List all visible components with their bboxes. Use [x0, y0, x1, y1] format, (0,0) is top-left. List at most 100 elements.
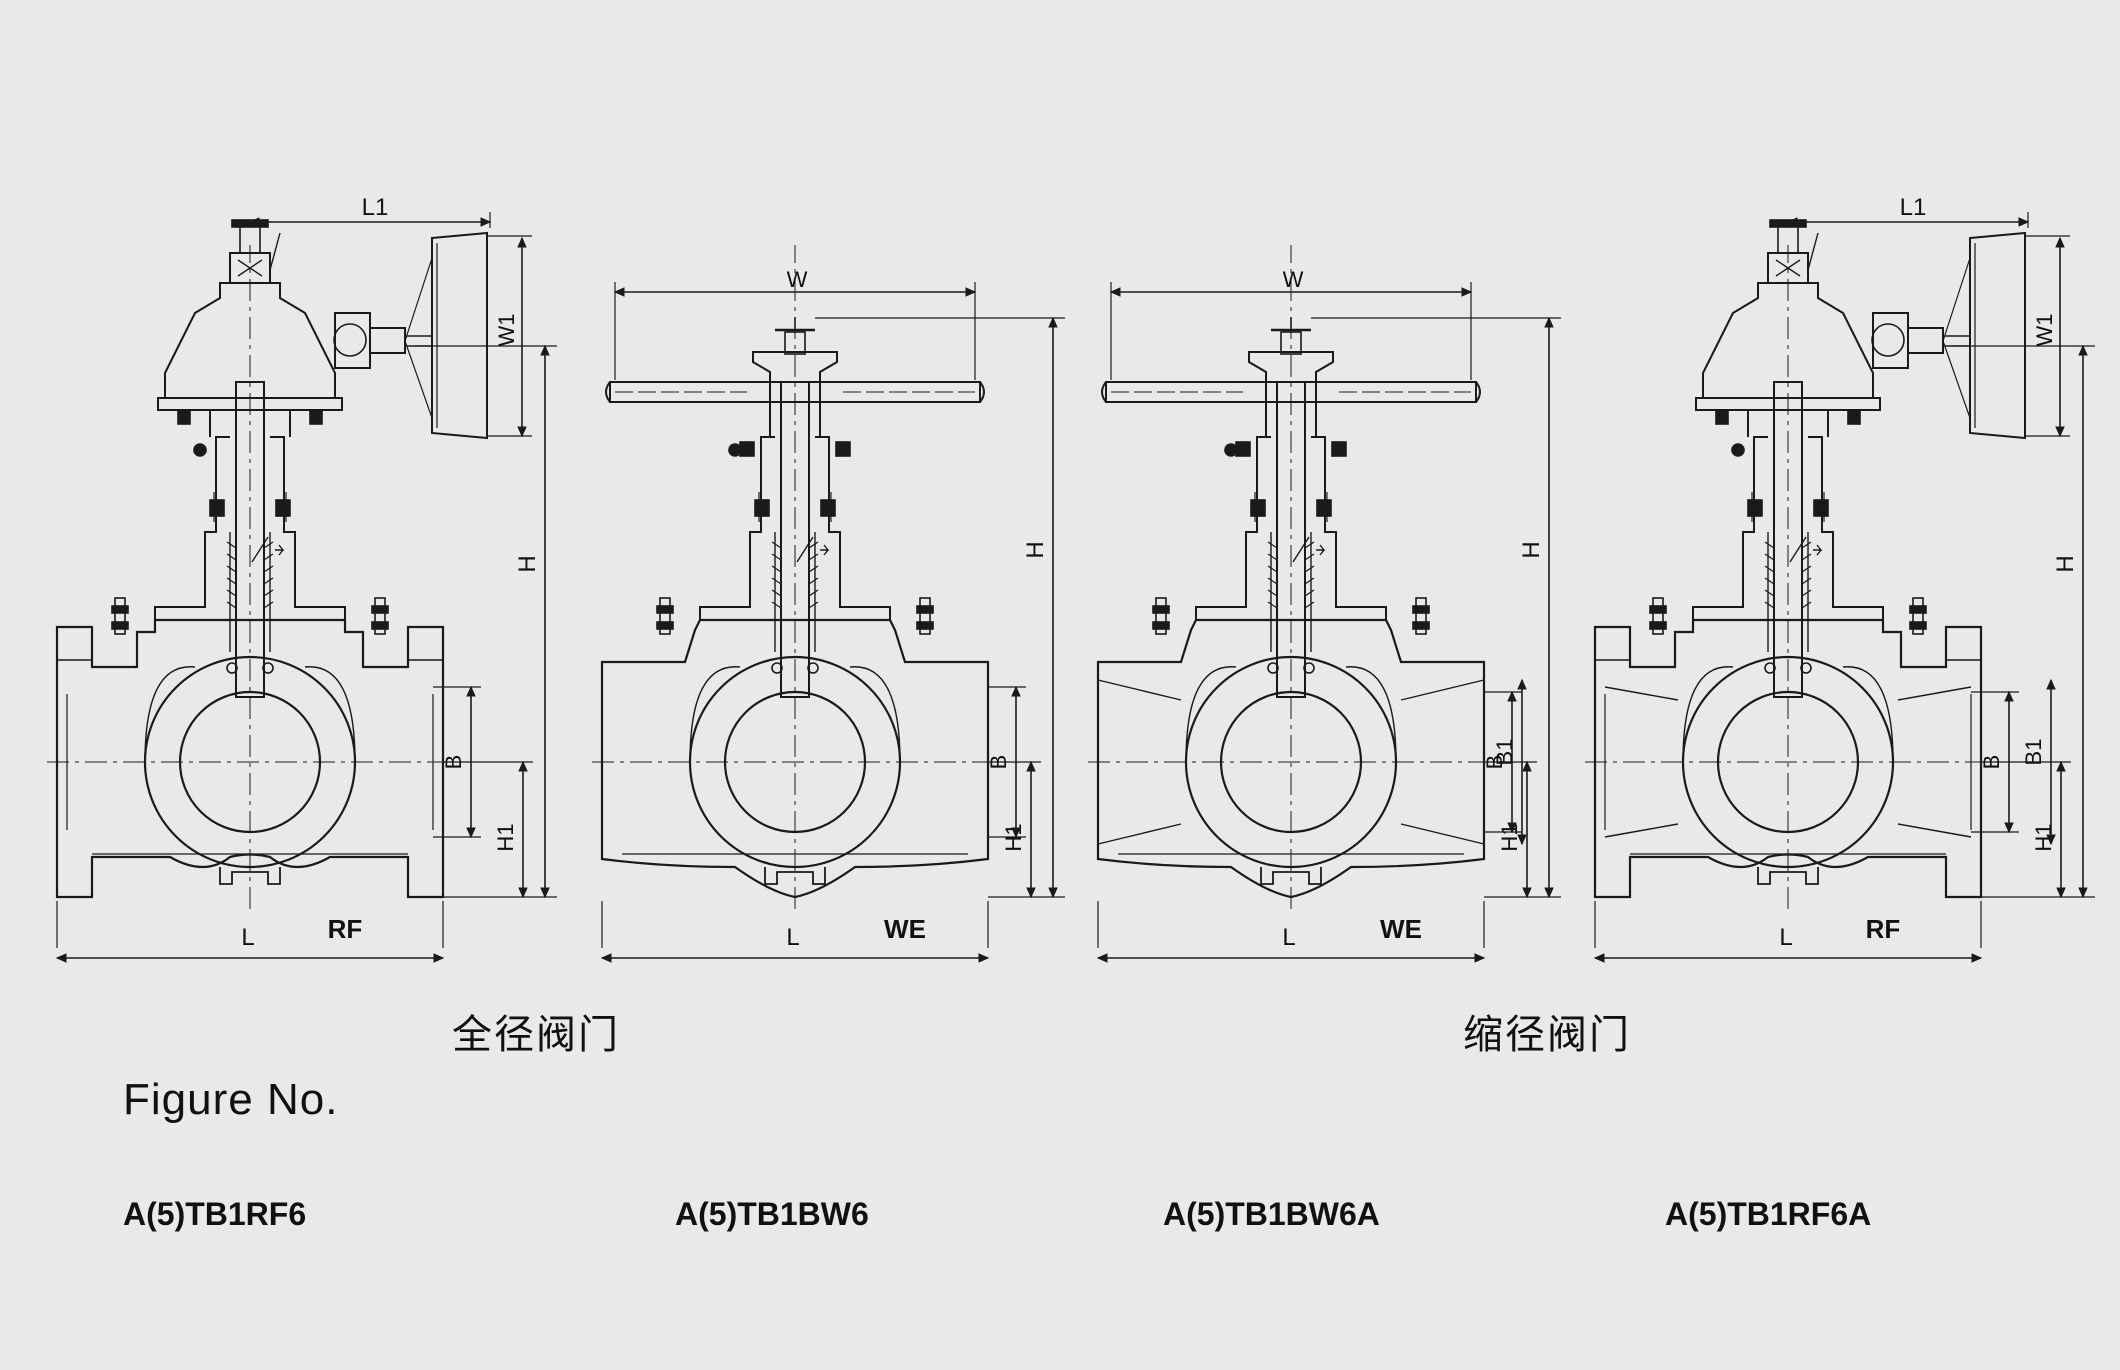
dim-h1-arrow-bottom: [2056, 887, 2066, 899]
bonnet-left: [699, 436, 775, 620]
packing-right-4: [263, 589, 274, 597]
trunnion: [1260, 867, 1322, 885]
figure-number-1: A(5)TB1RF6: [123, 1196, 307, 1232]
packing-left-5: [1764, 601, 1775, 609]
body-bolt-left-nut-bottom: [111, 621, 129, 630]
input-shaft: [370, 327, 406, 354]
dim-b-label: B: [1482, 755, 1507, 770]
dim-h-label: H: [1518, 541, 1545, 558]
packing-right-2: [1304, 565, 1315, 573]
packing-right-0: [1801, 541, 1812, 549]
dim-h1-arrow-bottom: [1026, 887, 1036, 899]
dim-w-arrow-left: [1109, 287, 1121, 297]
dim-h1-arrow-bottom: [518, 887, 528, 899]
body-bolt-left-nut-bottom: [1152, 621, 1170, 630]
lock-knob: [193, 443, 207, 457]
body-outline: [1096, 618, 1486, 899]
stem-pin-right: [262, 662, 274, 674]
packing-right-5: [1304, 601, 1315, 609]
handwheel: [431, 231, 488, 440]
end-type-label: RF: [328, 914, 363, 944]
dim-b-arrow-top: [1507, 690, 1517, 702]
stem-assembly: [154, 381, 346, 698]
dim-h1-arrow-top: [518, 760, 528, 772]
dim-w-arrow-left: [613, 287, 625, 297]
dim-l-label: L: [1779, 924, 1792, 951]
dim-w1-arrow-bottom: [2055, 426, 2065, 438]
packing-right-2: [263, 565, 274, 573]
seat-left: [144, 666, 196, 763]
body-outline: [1593, 618, 1983, 899]
adaptor-nut-left: [177, 409, 191, 425]
dim-b1-label: B1: [1492, 739, 1517, 766]
yoke: [1248, 351, 1334, 437]
bonnet-left: [154, 436, 230, 620]
dim-h-label: H: [514, 555, 541, 572]
left-taper-bottom: [1097, 823, 1182, 845]
dim-b-arrow-top: [1011, 685, 1021, 697]
adaptor-nut-left: [1715, 409, 1729, 425]
dim-h-label: H: [1022, 541, 1049, 558]
dim-b-label: B: [441, 755, 466, 770]
body-bolt-right-nut-bottom: [371, 621, 389, 630]
dim-l-arrow-right: [978, 953, 990, 963]
stem-pin-left: [1267, 662, 1279, 674]
dim-w-arrow-right: [1461, 287, 1473, 297]
input-bearing: [1871, 323, 1905, 357]
packing-right-3: [263, 577, 274, 585]
body-bolt-left-nut-bottom: [656, 621, 674, 630]
right-taper-top: [1400, 679, 1485, 701]
dim-b-arrow-bottom: [466, 827, 476, 839]
gearbox-flange: [157, 397, 343, 411]
handwheel-actuator: [1101, 317, 1481, 457]
dim-l-label: L: [1282, 924, 1295, 951]
packing-left-5: [771, 601, 782, 609]
handwheel: [1969, 231, 2026, 440]
dim-h-arrow-top: [2078, 344, 2088, 356]
end-type-label: WE: [1380, 914, 1422, 944]
packing-left-3: [771, 577, 782, 585]
dim-w-arrow-right: [965, 287, 977, 297]
indicator-arrow: [1813, 544, 1823, 556]
bonnet-left: [1195, 436, 1271, 620]
packing-right-0: [1304, 541, 1315, 549]
stem: [235, 381, 265, 698]
body-bolt-right-nut-top: [916, 605, 934, 614]
packing-right-1: [808, 553, 819, 561]
caption-full-bore: 全径阀门: [452, 1012, 620, 1058]
dim-h-arrow-top: [540, 344, 550, 356]
lock-knob: [728, 443, 742, 457]
dim-l-label: L: [786, 924, 799, 951]
spindle-top: [231, 219, 269, 228]
adaptor: [209, 410, 291, 437]
trunnion: [219, 867, 281, 885]
dim-h1-arrow-top: [2056, 760, 2066, 772]
input-bearing: [333, 323, 367, 357]
input-housing: [1872, 312, 1909, 369]
lever-end-left: [605, 381, 611, 403]
packing-left-3: [1764, 577, 1775, 585]
dim-h-arrow-bottom: [1048, 887, 1058, 899]
dim-h-label: H: [2052, 555, 2079, 572]
dim-h1-label: H1: [493, 823, 518, 851]
packing-left-1: [226, 553, 237, 561]
dim-l-label: L: [241, 924, 254, 951]
gland-nut-right: [275, 499, 291, 517]
packing-left-3: [1267, 577, 1278, 585]
gear-actuator: [1695, 219, 2026, 457]
indicator-needle: [1807, 232, 1819, 271]
dim-l-arrow-left: [1096, 953, 1108, 963]
body-bolt-right-stud: [374, 597, 386, 635]
packing-left-0: [1267, 541, 1278, 549]
body-bolt-right-nut-top: [1412, 605, 1430, 614]
dim-w-label: W: [1283, 267, 1304, 292]
indicator-arrow: [275, 544, 285, 556]
yoke-nut-left: [1235, 441, 1251, 457]
right-taper-bottom: [1400, 823, 1485, 845]
stem-pin-right: [1800, 662, 1812, 674]
dim-b1-label: B1: [2021, 739, 2046, 766]
indicator-arrow: [820, 544, 830, 556]
adaptor-nut-right: [309, 409, 323, 425]
dim-w1-arrow-top: [517, 236, 527, 248]
cap-cross-2: [237, 259, 263, 277]
